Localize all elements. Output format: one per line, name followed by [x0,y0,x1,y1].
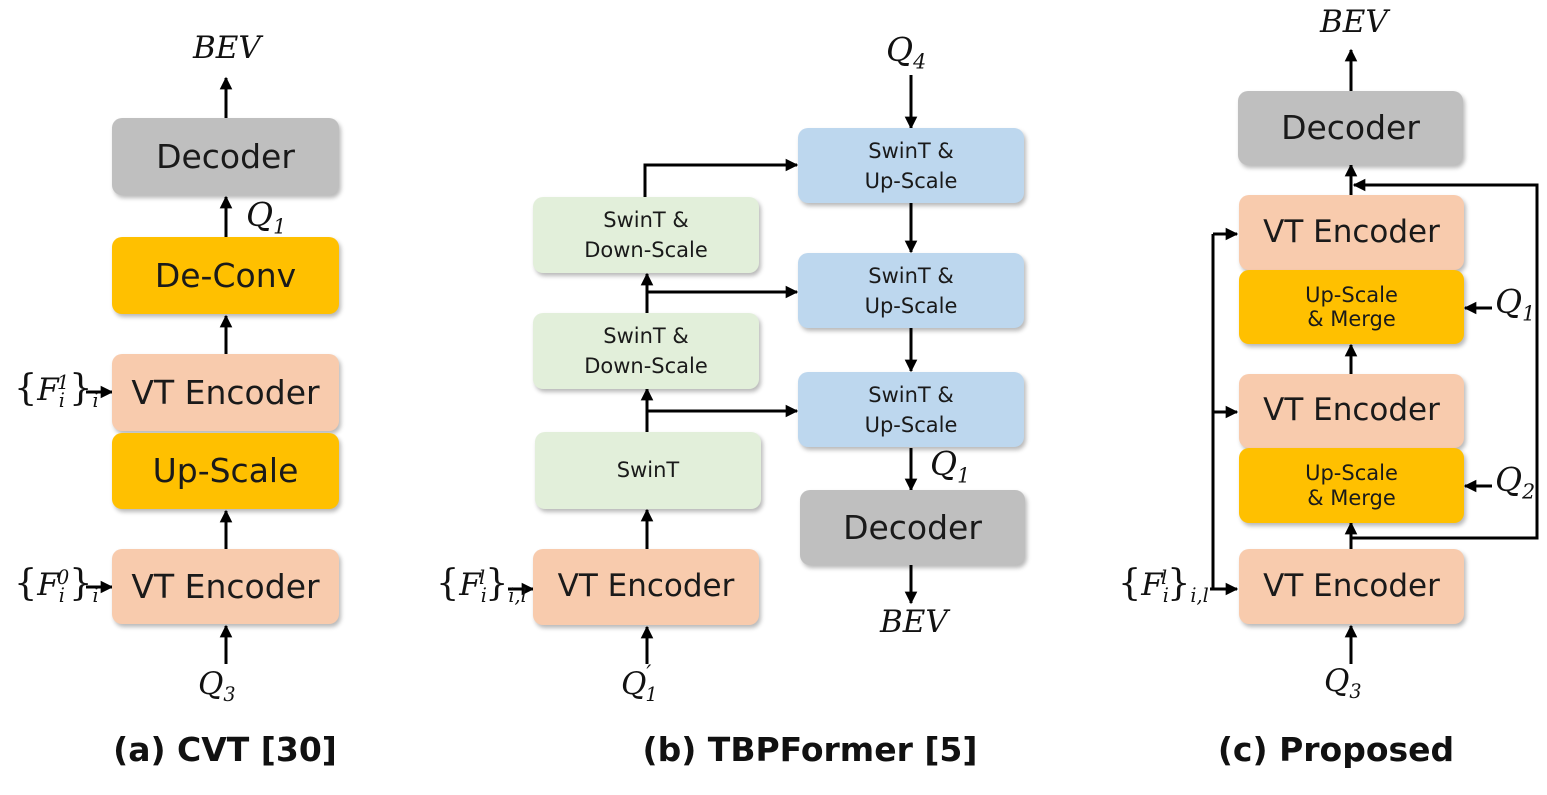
c-vt-encoder-top: VT Encoder [1239,195,1464,270]
arrow-b-skip-top [643,158,799,197]
c-q2-label: Q2 [1495,460,1536,504]
b-decoder: Decoder [800,490,1025,565]
a-bev-label: BEV [193,30,261,66]
b-bev-label: BEV [880,604,948,640]
a-caption: (a) CVT [30] [113,730,337,769]
c-caption: (c) Proposed [1217,730,1455,769]
a-decoder: Decoder [112,118,339,195]
c-f-label: {Fil}i,l [1118,561,1209,608]
a-vt-encoder-top: VT Encoder [112,354,339,431]
a-f1-label: {Fi1}i [14,366,99,413]
c-q3-label: Q3 [1324,663,1362,704]
arrow-c-skip-to-decoder [1351,178,1539,540]
b-up-scale-2: SwinT &Up-Scale [798,253,1024,328]
a-f0-label: {Fi0}i [14,561,99,608]
b-q1prime-label: Q′1 [621,661,658,707]
b-q4-label: Q4 [886,30,927,74]
c-decoder: Decoder [1238,91,1463,165]
a-q1-label: Q1 [246,195,287,239]
a-deconv: De-Conv [112,237,339,314]
b-swint: SwinT [535,432,761,509]
b-vt-encoder: VT Encoder [533,549,759,625]
c-upscale-merge-bottom: Up-Scale& Merge [1239,448,1464,523]
b-up-scale-3: SwinT &Up-Scale [798,372,1024,447]
a-vt-encoder-bottom: VT Encoder [112,549,339,624]
c-upscale-merge-top: Up-Scale& Merge [1239,270,1464,344]
b-f-label: {Fil}i,l [436,561,527,608]
b-up-scale-1: SwinT &Up-Scale [798,128,1024,203]
c-bev-label: BEV [1320,4,1388,40]
c-vt-encoder-bottom: VT Encoder [1239,549,1464,624]
b-down-scale-bottom: SwinT &Down-Scale [533,313,759,389]
c-vt-encoder-mid: VT Encoder [1239,374,1464,448]
b-q1-label: Q1 [930,444,971,488]
a-upscale: Up-Scale [112,433,339,509]
c-q1-label: Q1 [1495,282,1536,326]
a-q3-label: Q3 [198,666,236,707]
b-caption: (b) TBPFormer [5] [642,730,978,769]
b-down-scale-top: SwinT &Down-Scale [533,197,759,273]
